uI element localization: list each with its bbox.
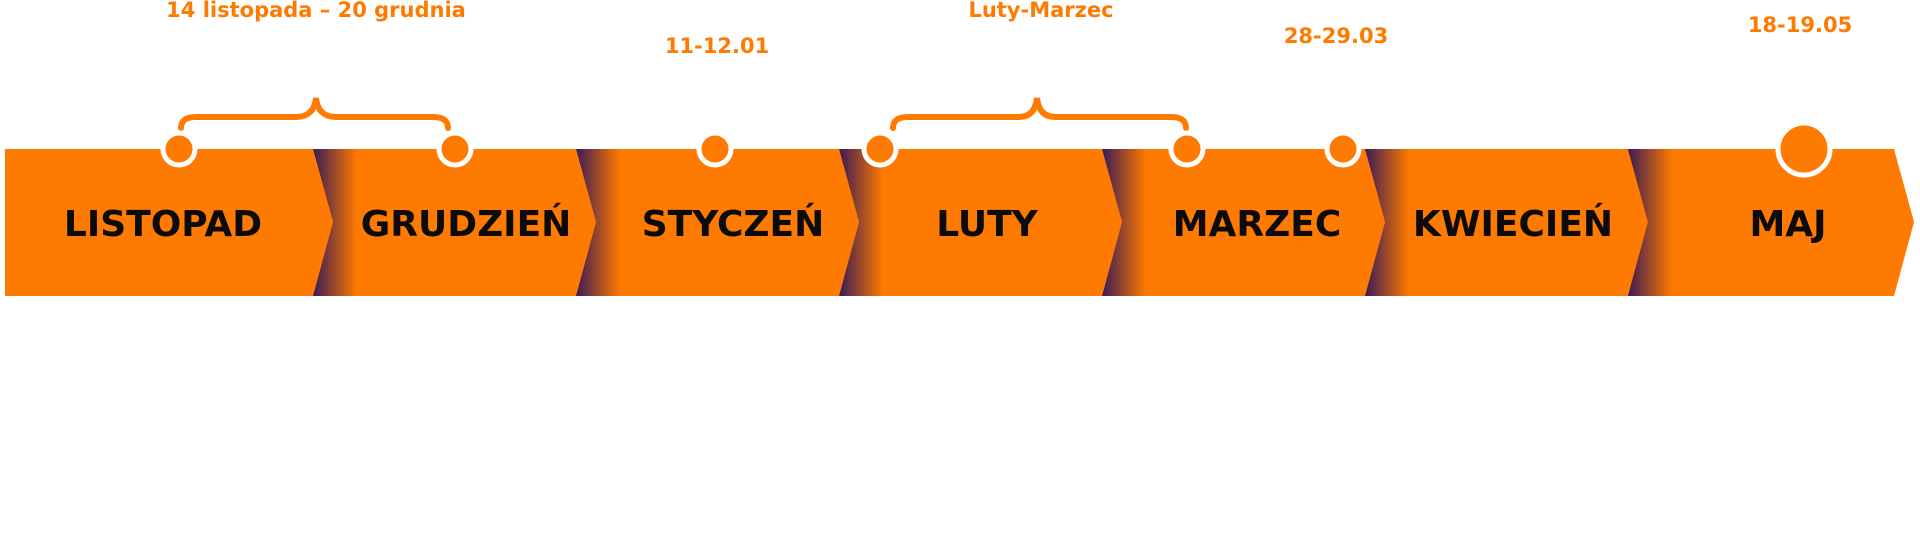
month-label-kwiecien: KWIECIEŃ <box>1413 203 1613 245</box>
range-brackets <box>178 97 1189 131</box>
month-label-marzec: MARZEC <box>1173 204 1342 245</box>
marker-dot-styczen <box>696 130 734 168</box>
event-label-maj: 18-19.05 <box>1748 13 1852 37</box>
event-markers <box>160 120 1833 178</box>
marker-dot-maj <box>1775 120 1833 178</box>
marker-dot-grudzien <box>436 130 474 168</box>
marker-dot-marzec-end <box>1324 130 1362 168</box>
month-labels: LISTOPAD GRUDZIEŃ STYCZEŃ LUTY MARZEC KW… <box>64 203 1827 245</box>
bracket-listopad-grudzien <box>178 97 451 131</box>
event-label-listopad-grudzien: 14 listopada – 20 grudnia <box>166 0 466 22</box>
event-label-styczen: 11-12.01 <box>665 34 769 58</box>
month-label-maj: MAJ <box>1749 204 1826 245</box>
month-label-listopad: LISTOPAD <box>64 204 262 245</box>
month-label-grudzien: GRUDZIEŃ <box>361 203 572 245</box>
month-label-luty: LUTY <box>936 204 1038 245</box>
month-label-styczen: STYCZEŃ <box>642 203 825 245</box>
marker-dot-marzec <box>1168 130 1206 168</box>
bracket-luty-marzec <box>890 97 1189 131</box>
arrow-shading <box>313 149 1708 296</box>
marker-dot-listopad <box>160 130 198 168</box>
event-labels: 14 listopada – 20 grudnia 11-12.01 Luty-… <box>166 0 1852 58</box>
marker-dot-luty <box>861 130 899 168</box>
arrow-segment-listopad <box>5 149 333 296</box>
event-label-marzec: 28-29.03 <box>1284 24 1388 48</box>
event-label-luty-marzec: Luty-Marzec <box>968 0 1113 22</box>
